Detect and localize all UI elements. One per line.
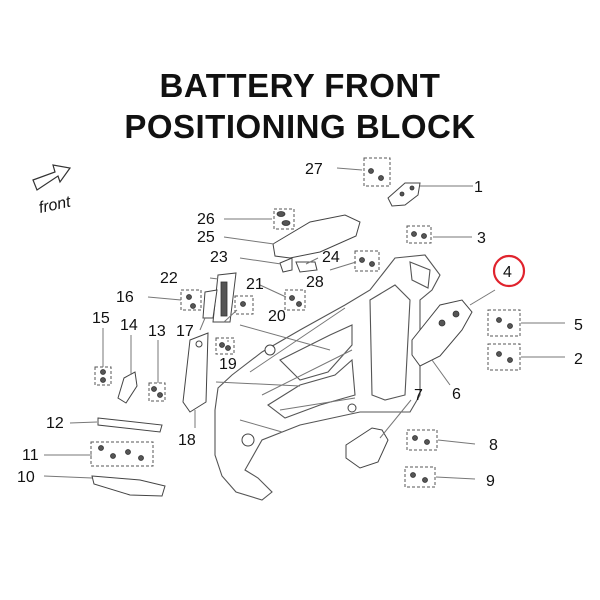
main-frame-drawing: [214, 254, 441, 501]
part-21-screw-set: [284, 289, 306, 311]
callout-25: 25: [197, 229, 215, 246]
callout-11: 11: [22, 447, 39, 464]
part-5-screw-set: [487, 309, 521, 337]
part-26-washers: [273, 208, 295, 230]
part-7-bracket: [345, 427, 389, 469]
part-11-screw-set: [90, 441, 154, 467]
callout-21: 21: [246, 276, 264, 293]
front-direction-arrow: front: [32, 164, 73, 217]
part-16-bracket: [180, 289, 218, 319]
title-line-2: POSITIONING BLOCK: [124, 108, 476, 145]
callout-16: 16: [116, 289, 134, 306]
callout-3: 3: [477, 230, 486, 247]
callout-15: 15: [92, 310, 110, 327]
part-18-cover: [182, 332, 209, 413]
callout-13: 13: [148, 323, 166, 340]
callout-7: 7: [414, 387, 423, 404]
part-2-screw-set: [487, 343, 521, 371]
callout-14: 14: [120, 317, 138, 334]
highlight-ring: [492, 254, 526, 288]
callout-17: 17: [176, 323, 194, 340]
part-14-bracket: [117, 371, 138, 404]
part-13-screws: [148, 382, 166, 402]
leader-lines: [43, 167, 565, 480]
callout-6: 6: [452, 386, 461, 403]
part-28-screw-set: [354, 250, 380, 272]
callout-1: 1: [474, 179, 483, 196]
callout-19: 19: [219, 356, 237, 373]
part-8-screw-set: [406, 429, 438, 451]
part-15-screws: [94, 366, 112, 386]
part-9-screw-set: [404, 466, 436, 488]
callout-12: 12: [46, 415, 64, 432]
title-line-1: BATTERY FRONT: [159, 67, 441, 104]
part-12-strip: [97, 417, 163, 433]
part-25-top-cover: [272, 214, 361, 259]
part-1-bracket: [387, 182, 421, 207]
part-4-positioning-block: [411, 299, 473, 367]
callout-18: 18: [178, 432, 196, 449]
part-24-bracket: [295, 261, 318, 273]
front-direction-label: front: [37, 194, 72, 217]
callout-24: 24: [322, 249, 340, 266]
callout-28: 28: [306, 274, 324, 291]
callout-23: 23: [210, 249, 228, 266]
part-20-screws: [234, 295, 254, 315]
callout-labels: 1 2 3 4 5 6 7 8 9 10 11 12 13 14 15 16 1…: [17, 161, 583, 490]
callout-4: 4: [503, 264, 512, 281]
part-3-screw-set: [406, 225, 432, 244]
part-10-bottom-bracket: [91, 475, 166, 497]
callout-2: 2: [574, 351, 583, 368]
callout-20: 20: [268, 308, 286, 325]
callout-9: 9: [486, 473, 495, 490]
callout-5: 5: [574, 317, 583, 334]
callout-27: 27: [305, 161, 323, 178]
callout-10: 10: [17, 469, 35, 486]
callout-26: 26: [197, 211, 215, 228]
callout-8: 8: [489, 437, 498, 454]
part-23-clip: [279, 257, 293, 273]
part-19-screws: [215, 337, 235, 355]
callout-22: 22: [160, 270, 178, 287]
part-27-screw-set: [363, 157, 391, 187]
